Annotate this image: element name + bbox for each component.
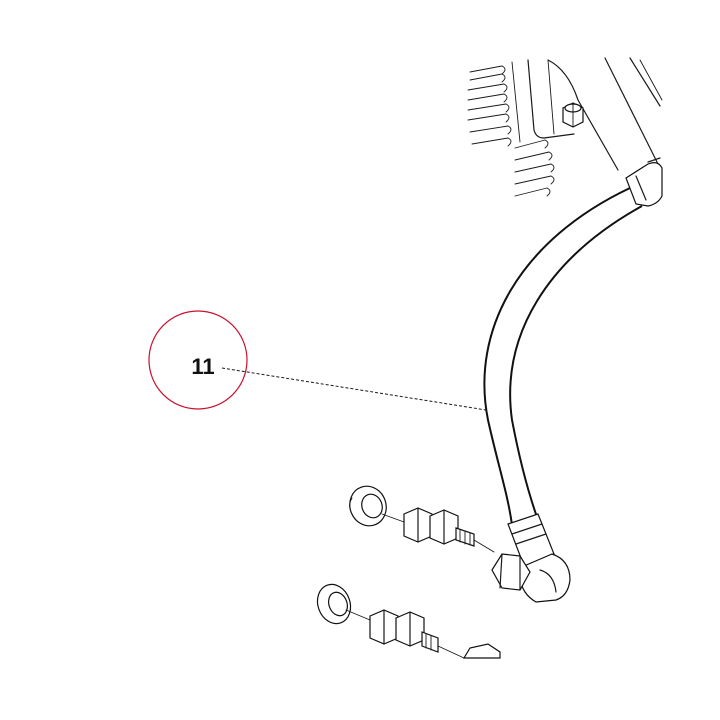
- upper-hose-fitting: [625, 157, 663, 207]
- lower-washer: [316, 583, 352, 625]
- lower-leader-line: [345, 609, 371, 621]
- lower-elbow-nut: [462, 643, 501, 659]
- callout-label-11[interactable]: 11: [191, 354, 215, 379]
- lower-union-fitting: [369, 609, 465, 659]
- block-bolt: [562, 102, 584, 128]
- engine-block-fins: [467, 57, 663, 197]
- upper-union-fitting: [403, 507, 495, 553]
- upper-washer: [349, 485, 387, 527]
- callout-circle-11: [148, 310, 248, 410]
- callout-leader-line: [221, 367, 487, 411]
- lower-elbow-fitting: [491, 513, 571, 603]
- upper-leader-line: [381, 513, 405, 523]
- hydraulic-hose: [483, 187, 643, 526]
